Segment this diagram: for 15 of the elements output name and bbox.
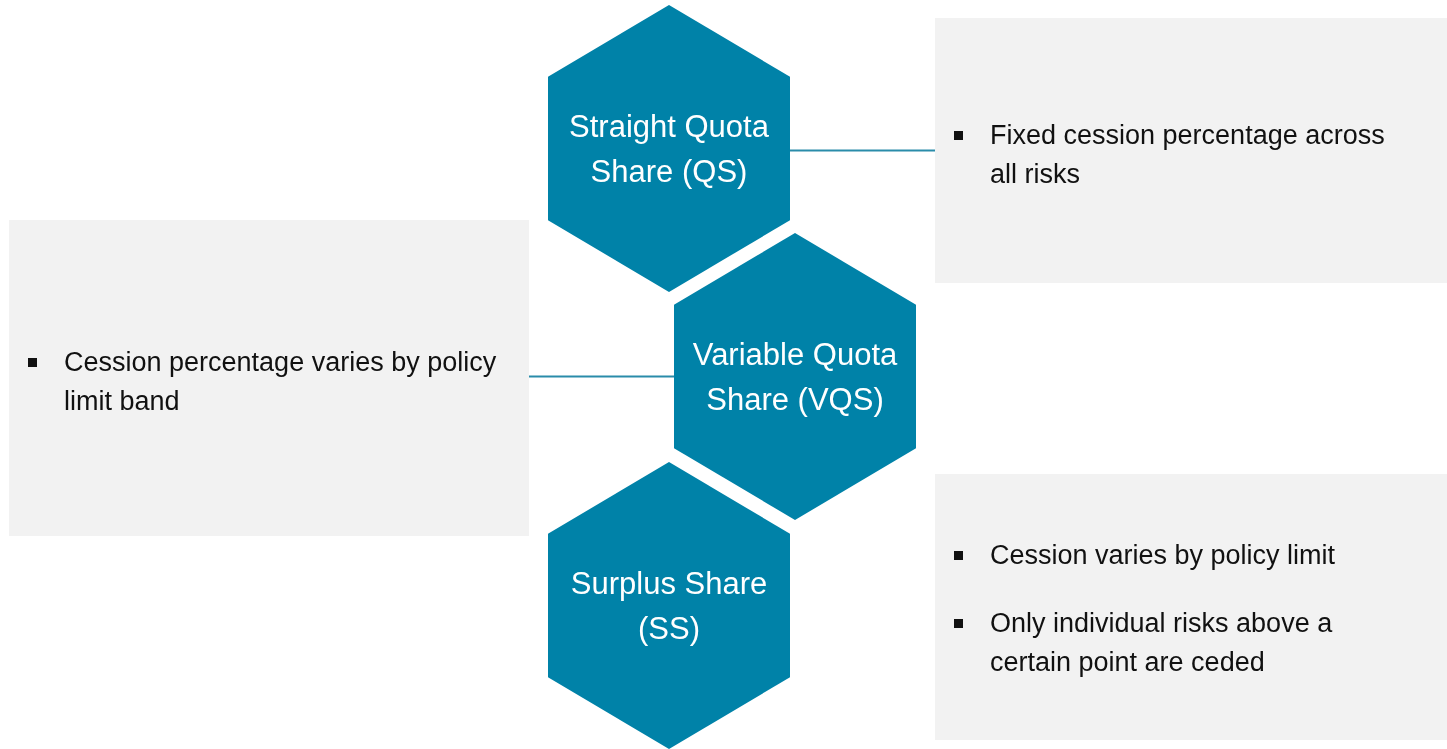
hexagon-shape (674, 233, 916, 520)
bullet-point-text: Cession varies by policy limit (954, 536, 1434, 575)
connector-line (528, 375, 675, 378)
hexagon-shape (548, 5, 790, 292)
hexagon-label: Surplus Share (SS) (569, 564, 769, 648)
connector-line (789, 149, 936, 152)
bullet-point-text: Cession percentage varies by policy limit band (28, 343, 508, 421)
hexagon-shape (548, 462, 790, 749)
hexagon-label: Straight Quota Share (QS) (568, 107, 770, 191)
bullet-point-text: Only individual risks above a certain point are ceded (954, 604, 1414, 682)
text-panel (935, 474, 1447, 740)
bullet-point-text: Fixed cession percentage across all risks (954, 116, 1414, 194)
text-panel (9, 220, 529, 536)
hexagon-label: Variable Quota Share (VQS) (691, 335, 899, 419)
text-panel (935, 18, 1447, 283)
